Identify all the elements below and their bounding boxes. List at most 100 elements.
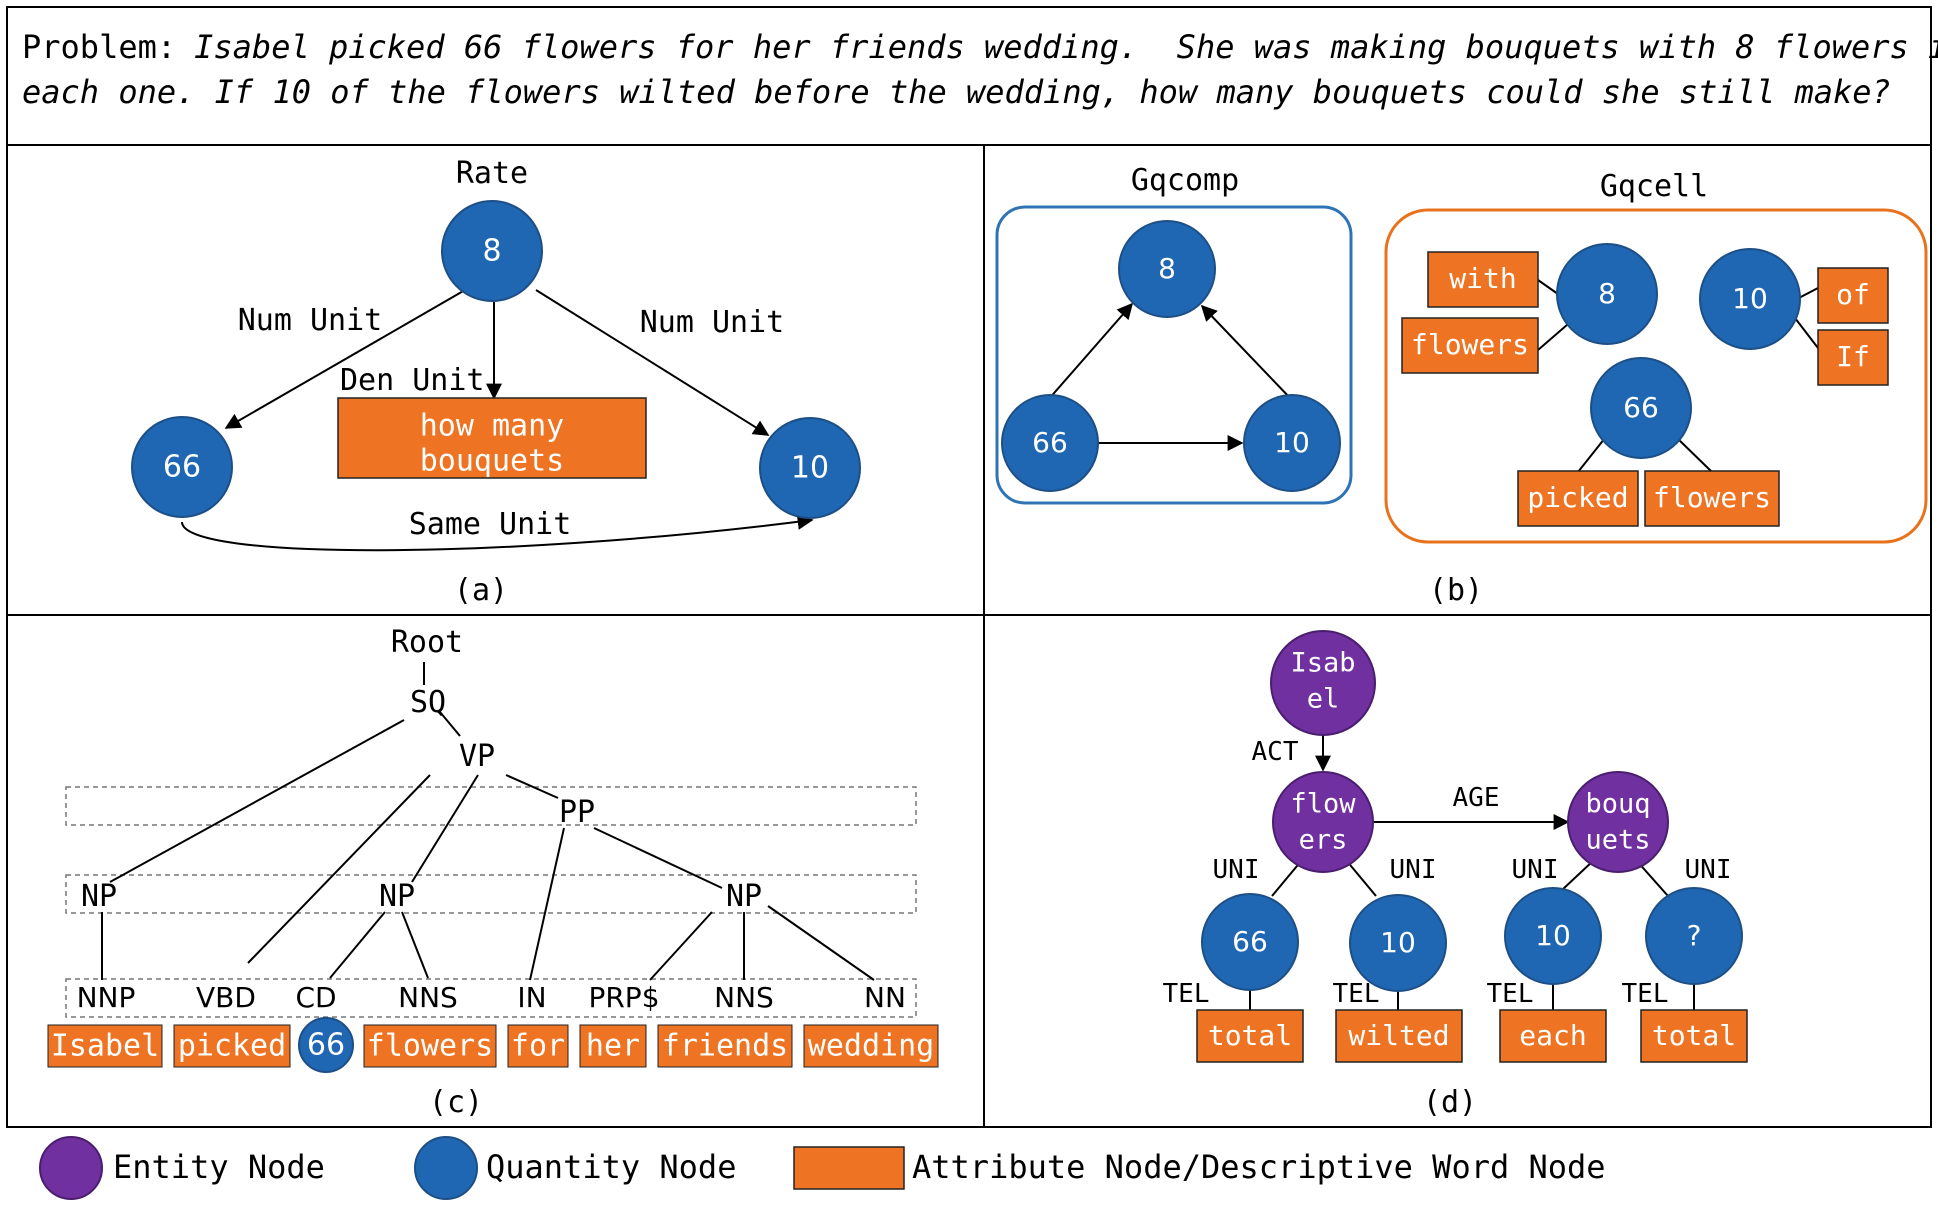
panel-d: ACT AGE UNI UNI UNI UNI TEL TEL TEL TEL … — [1163, 630, 1748, 1120]
gqcomp-node-8 — [1118, 220, 1216, 318]
parse-tree-edges — [101, 662, 875, 981]
gqcell-node-8 — [1556, 243, 1658, 345]
frames — [6, 6, 1932, 1128]
gqcell-attr-picked — [1517, 470, 1639, 527]
gqcomp-label-10: 10 — [1274, 426, 1310, 459]
label-uni-2: UNI — [1390, 855, 1437, 885]
legend-entity-swatch — [39, 1136, 103, 1200]
label-tel-4: TEL — [1622, 979, 1669, 1009]
edge-np2-nns — [401, 911, 429, 979]
gqcomp-box — [995, 205, 1353, 505]
level-box-phrase — [65, 786, 917, 826]
legend: Entity Node Quantity Node Attribute Node… — [39, 1136, 1606, 1200]
legend-quantity-label: Quantity Node — [486, 1148, 736, 1186]
word-box-flowers — [363, 1024, 497, 1068]
edge-8-to-66 — [224, 289, 466, 429]
word-box-isabel — [47, 1024, 163, 1068]
pos-tag-5: PRP$ — [588, 981, 659, 1014]
entity-flowers-line-2: ers — [1299, 825, 1348, 856]
gqcomp-edge-10-8 — [1200, 304, 1293, 401]
quantity-10-each: 10 — [1535, 919, 1571, 952]
gqcell-label-66: 66 — [1623, 391, 1659, 424]
panel-d-frame — [983, 614, 1932, 1128]
gqcell-node-66 — [1590, 357, 1692, 459]
gqcomp-label-66: 66 — [1032, 426, 1068, 459]
gqcell-attr-of-label: of — [1836, 278, 1870, 311]
edge-label-num-unit-left: Num Unit — [238, 303, 383, 338]
edge-sq-vp — [439, 711, 461, 737]
panel-b: Gqcomp 8 66 10 Gqcell with flowers of If… — [995, 163, 1928, 608]
node-label-10: 10 — [791, 451, 829, 486]
gqcell-node-10 — [1699, 248, 1801, 350]
word-node-66 — [298, 1017, 354, 1073]
pos-tag-7: NN — [864, 981, 906, 1014]
legend-attribute-swatch — [793, 1146, 905, 1190]
legend-attribute-label: Attribute Node/Descriptive Word Node — [912, 1148, 1606, 1186]
gqcell-attr-flowers-label: flowers — [1411, 328, 1529, 361]
label-uni-3: UNI — [1512, 855, 1559, 885]
label-uni-4: UNI — [1685, 855, 1732, 885]
panel-c-caption: (c) — [429, 1085, 483, 1120]
entity-node-isabel — [1270, 630, 1376, 736]
word-picked: picked — [178, 1029, 286, 1064]
entity-isabel-line-1: Isab — [1290, 648, 1355, 679]
tree-sq: SQ — [410, 685, 446, 720]
word-for: for — [511, 1029, 565, 1064]
edge-bouquets-10 — [1561, 859, 1595, 891]
tree-root: Root — [391, 625, 463, 660]
edge-label-same-unit: Same Unit — [409, 507, 572, 542]
gqcell-attr-of — [1817, 267, 1889, 324]
edge-66-to-10 — [181, 513, 814, 552]
pos-tag-4: IN — [517, 981, 546, 1014]
pos-tag-3: NNS — [398, 981, 458, 1014]
tree-np-1: NP — [81, 879, 117, 914]
tree-pp: PP — [559, 795, 595, 830]
pos-tag-6: NNS — [714, 981, 774, 1014]
tree-np-2: NP — [379, 879, 415, 914]
word-friends: friends — [662, 1029, 788, 1064]
quantity-node-66-d — [1201, 893, 1299, 991]
gqcell-box — [1384, 208, 1928, 544]
edge-np2-cd — [329, 911, 386, 979]
attr-box-wilted — [1335, 1009, 1463, 1063]
problem-statement: Problem:Isabel picked 66 flowers for her… — [22, 28, 1938, 111]
edge-vp-np2 — [411, 774, 479, 883]
attr-each: each — [1519, 1019, 1586, 1052]
edge-np3-nn — [767, 905, 875, 981]
edge-flowers-66 — [1271, 859, 1303, 897]
label-uni-1: UNI — [1213, 855, 1260, 885]
edge-pp-in — [529, 827, 565, 981]
word-box-her — [579, 1024, 647, 1068]
edge-vp-pp — [505, 774, 559, 799]
parse-tree-labels: Root SQ VP PP NP NP NP — [81, 625, 762, 914]
word-isabel: Isabel — [51, 1029, 159, 1064]
panel-b-frame — [983, 144, 1932, 616]
panel-a: Rate Num Unit Num Unit Den Unit Same Uni… — [131, 156, 861, 608]
word-box-picked — [173, 1024, 291, 1068]
gqcell-link-10-if — [1794, 317, 1819, 349]
entity-bouquets-line-2: uets — [1585, 825, 1650, 856]
quantity-unknown: ? — [1687, 919, 1702, 952]
gqcomp-edge-66-8 — [1047, 302, 1134, 401]
label-tel-1: TEL — [1163, 979, 1210, 1009]
quantity-node-unknown — [1645, 887, 1743, 985]
level-box-np — [65, 874, 917, 914]
quantity-node-10 — [759, 417, 861, 519]
attr-box-total-2 — [1640, 1009, 1748, 1063]
tree-np-3: NP — [726, 879, 762, 914]
problem-line-2: each one. If 10 of the flowers wilted be… — [22, 73, 1891, 111]
gqcell-attr-with — [1427, 251, 1539, 308]
entity-node-flowers — [1272, 771, 1374, 873]
word-wedding: wedding — [808, 1029, 934, 1064]
label-age: AGE — [1453, 783, 1500, 813]
gqcell-label-10: 10 — [1732, 282, 1768, 315]
edge-np3-prp — [649, 911, 713, 981]
problem-label: Problem: — [22, 28, 176, 66]
quantity-node-66 — [131, 416, 233, 518]
word-her: her — [586, 1029, 640, 1064]
word-box-wedding — [803, 1024, 939, 1068]
level-box-pos — [65, 978, 917, 1018]
gqcell-link-66-flowers — [1676, 437, 1713, 473]
edge-vp-vbd — [247, 774, 431, 964]
gqcell-attr-flowers-2-label: flowers — [1653, 481, 1771, 514]
